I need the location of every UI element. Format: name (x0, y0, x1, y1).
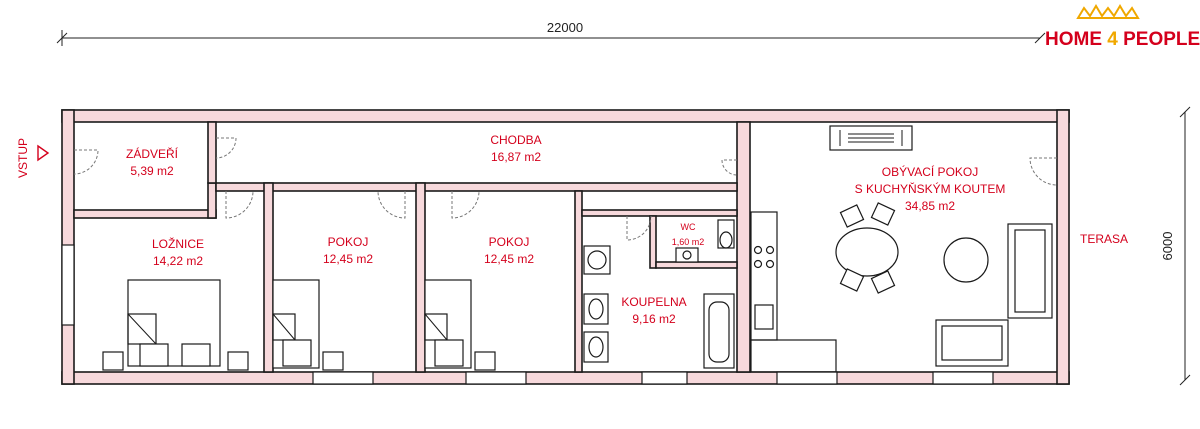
door (721, 159, 738, 176)
zadveri-name: ZÁDVEŘÍ (126, 146, 179, 161)
window (932, 371, 994, 385)
obyvaci-name: OBÝVACÍ POKOJ (882, 164, 978, 179)
door (451, 190, 480, 219)
door (225, 190, 254, 219)
chodba-name: CHODBA (490, 133, 541, 147)
chair (839, 204, 865, 228)
height-dimension-label: 6000 (1160, 232, 1175, 261)
door (626, 215, 652, 241)
pokoj1-furniture (272, 279, 344, 371)
zadveri-area: 5,39 m2 (130, 164, 174, 178)
dining-table (835, 227, 899, 277)
loznice-area: 14,22 m2 (153, 254, 203, 268)
window (641, 371, 688, 385)
door (215, 137, 237, 159)
door (1029, 157, 1058, 186)
door (73, 149, 99, 175)
wc-sink (675, 247, 699, 263)
windows (61, 125, 994, 385)
height-dimension: 6000 (1160, 106, 1191, 386)
koupelna-furniture (583, 245, 735, 369)
entrance-marker: VSTUP (16, 138, 50, 178)
pokoj2-name: POKOJ (489, 235, 530, 249)
nightstand (227, 351, 249, 371)
armchair-sofa (935, 319, 1009, 367)
entrance-label: VSTUP (16, 138, 30, 178)
window (465, 371, 527, 385)
pokoj1-area: 12,45 m2 (323, 252, 373, 266)
loznice-furniture (102, 279, 249, 371)
obyvaci-area: 34,85 m2 (905, 199, 955, 213)
koupelna-name: KOUPELNA (621, 295, 686, 309)
living-furniture (750, 202, 1053, 373)
wc-furniture (675, 219, 735, 263)
chair (870, 270, 896, 294)
koupelna-area: 9,16 m2 (632, 312, 676, 326)
nightstand (102, 351, 124, 371)
home4people-logo: HOME 4 PEOPLE (1045, 4, 1200, 50)
width-dimension-label: 22000 (547, 20, 583, 35)
logo-text-4: 4 (1107, 29, 1118, 50)
chodba-area: 16,87 m2 (491, 150, 541, 164)
loznice-name: LOŽNICE (152, 236, 204, 251)
window (61, 244, 75, 326)
width-dimension: 22000 (56, 20, 1046, 46)
room-labels: ZÁDVEŘÍ 5,39 m2 CHODBA 16,87 m2 LOŽNICE … (126, 133, 1128, 326)
coffee-table (943, 237, 989, 283)
pokoj1-name: POKOJ (328, 235, 369, 249)
logo-text-home: HOME (1045, 29, 1107, 50)
nightstand (322, 351, 344, 371)
crown-icon (1076, 4, 1140, 19)
window (312, 371, 374, 385)
nightstand (474, 351, 496, 371)
window (776, 371, 838, 385)
wc-name: WC (681, 222, 696, 232)
svg-text:HOME 4 PEOPLE: HOME 4 PEOPLE (1045, 29, 1200, 50)
chair (839, 268, 865, 292)
entrance-arrow-icon (37, 144, 50, 162)
chair (870, 202, 896, 226)
logo-text-people: PEOPLE (1118, 29, 1200, 50)
doors (73, 137, 1058, 241)
pokoj2-furniture (424, 279, 496, 371)
obyvaci-subtitle: S KUCHYŇSKÝM KOUTEM (855, 181, 1006, 196)
terrace-label: TERASA (1080, 232, 1128, 246)
pokoj2-area: 12,45 m2 (484, 252, 534, 266)
wc-area: 1,60 m2 (672, 237, 705, 247)
door (377, 190, 406, 219)
